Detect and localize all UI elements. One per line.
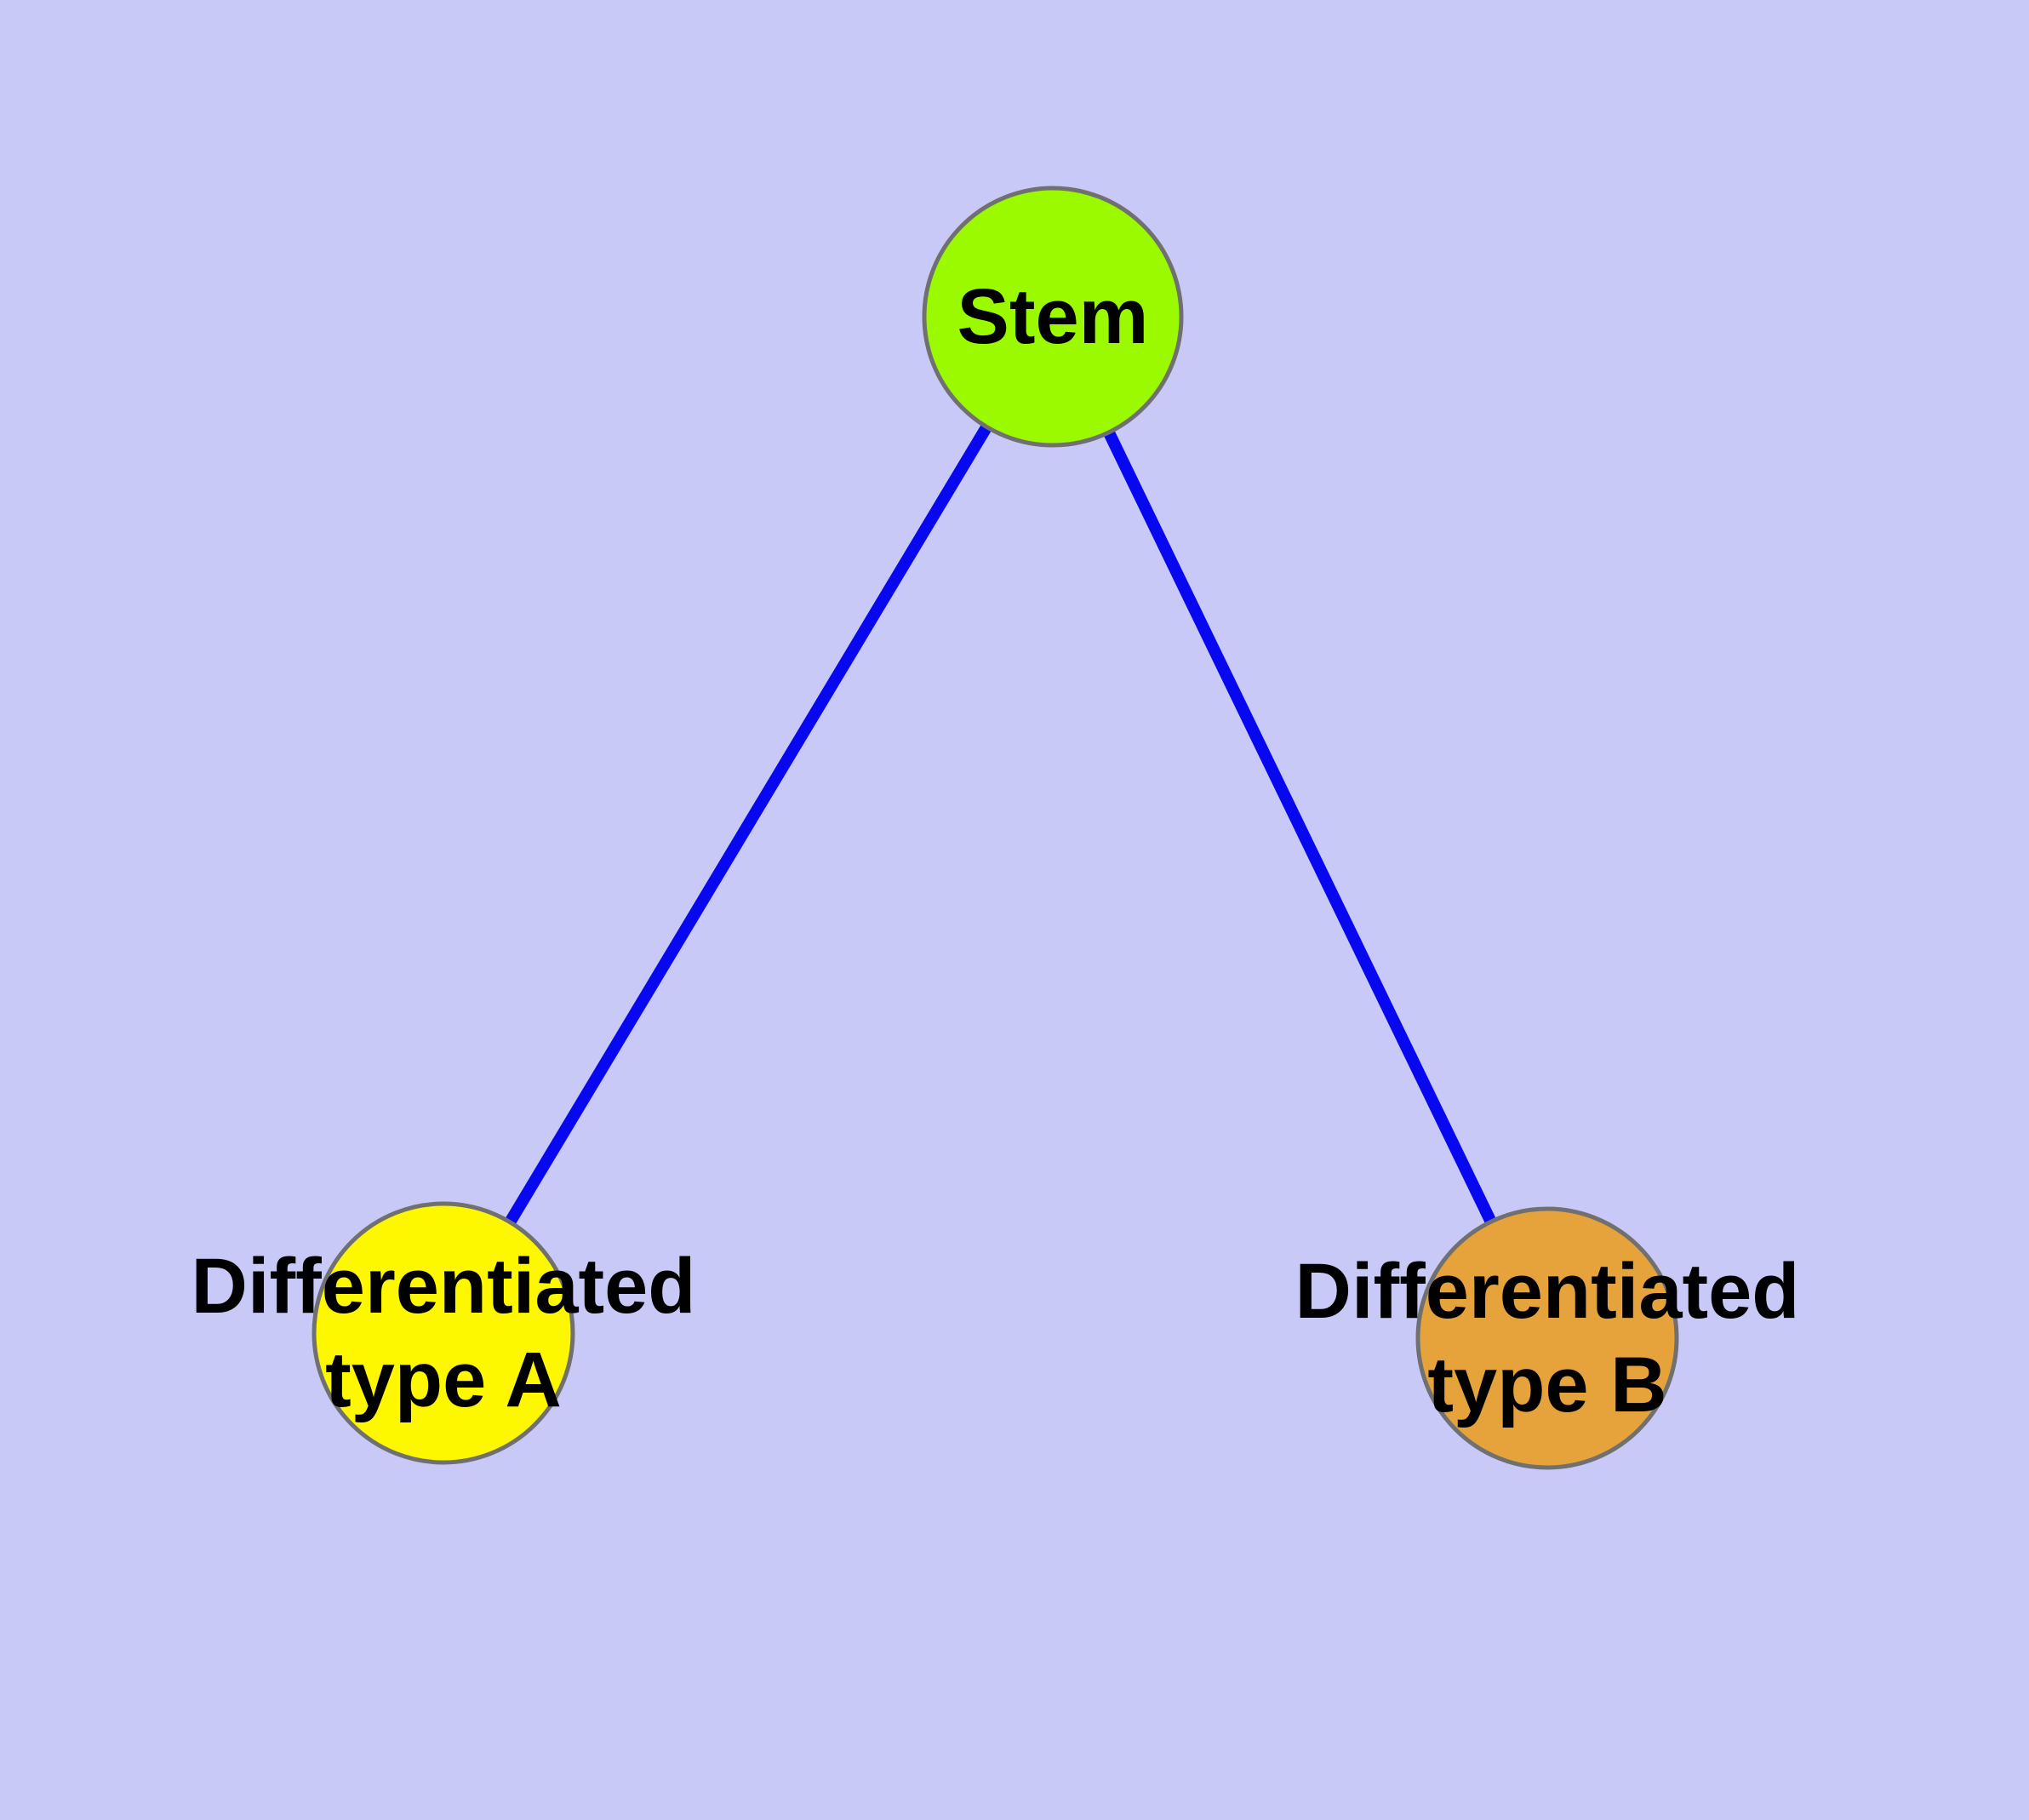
node-circle-differentiated-type-a [311, 1201, 575, 1465]
edge-stem-to-differentiated-type-a [437, 313, 1059, 1336]
edge-layer [437, 313, 1553, 1342]
node-label-differentiated-type-a-line-1: Differentiated [191, 1243, 696, 1330]
edge-stem-to-differentiated-type-b [1047, 313, 1553, 1342]
node-circle-stem [922, 186, 1184, 448]
node-label-differentiated-type-b-line-1: Differentiated [1295, 1248, 1800, 1335]
node-label-differentiated-type-a-line-2: type A [325, 1336, 562, 1423]
node-stem: Stem [922, 186, 1184, 448]
node-label-differentiated-type-b-line-2: type B [1427, 1342, 1666, 1428]
node-label-stem-line-1: Stem [957, 273, 1149, 360]
node-circle-differentiated-type-b [1415, 1206, 1679, 1470]
